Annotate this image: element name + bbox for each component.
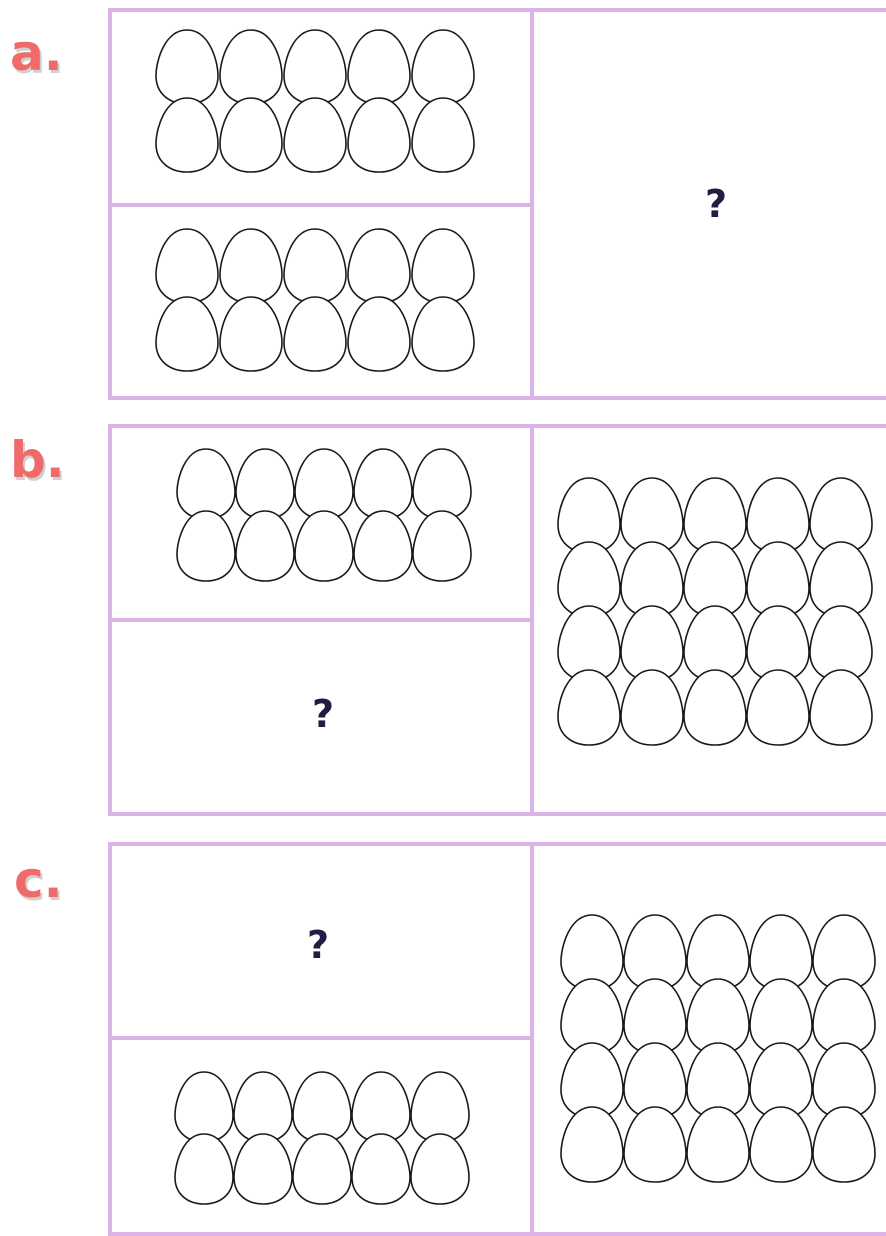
egg [624,1107,686,1182]
egg [750,1107,812,1182]
egg [813,1107,875,1182]
egg [687,1107,749,1182]
egg [561,1107,623,1182]
